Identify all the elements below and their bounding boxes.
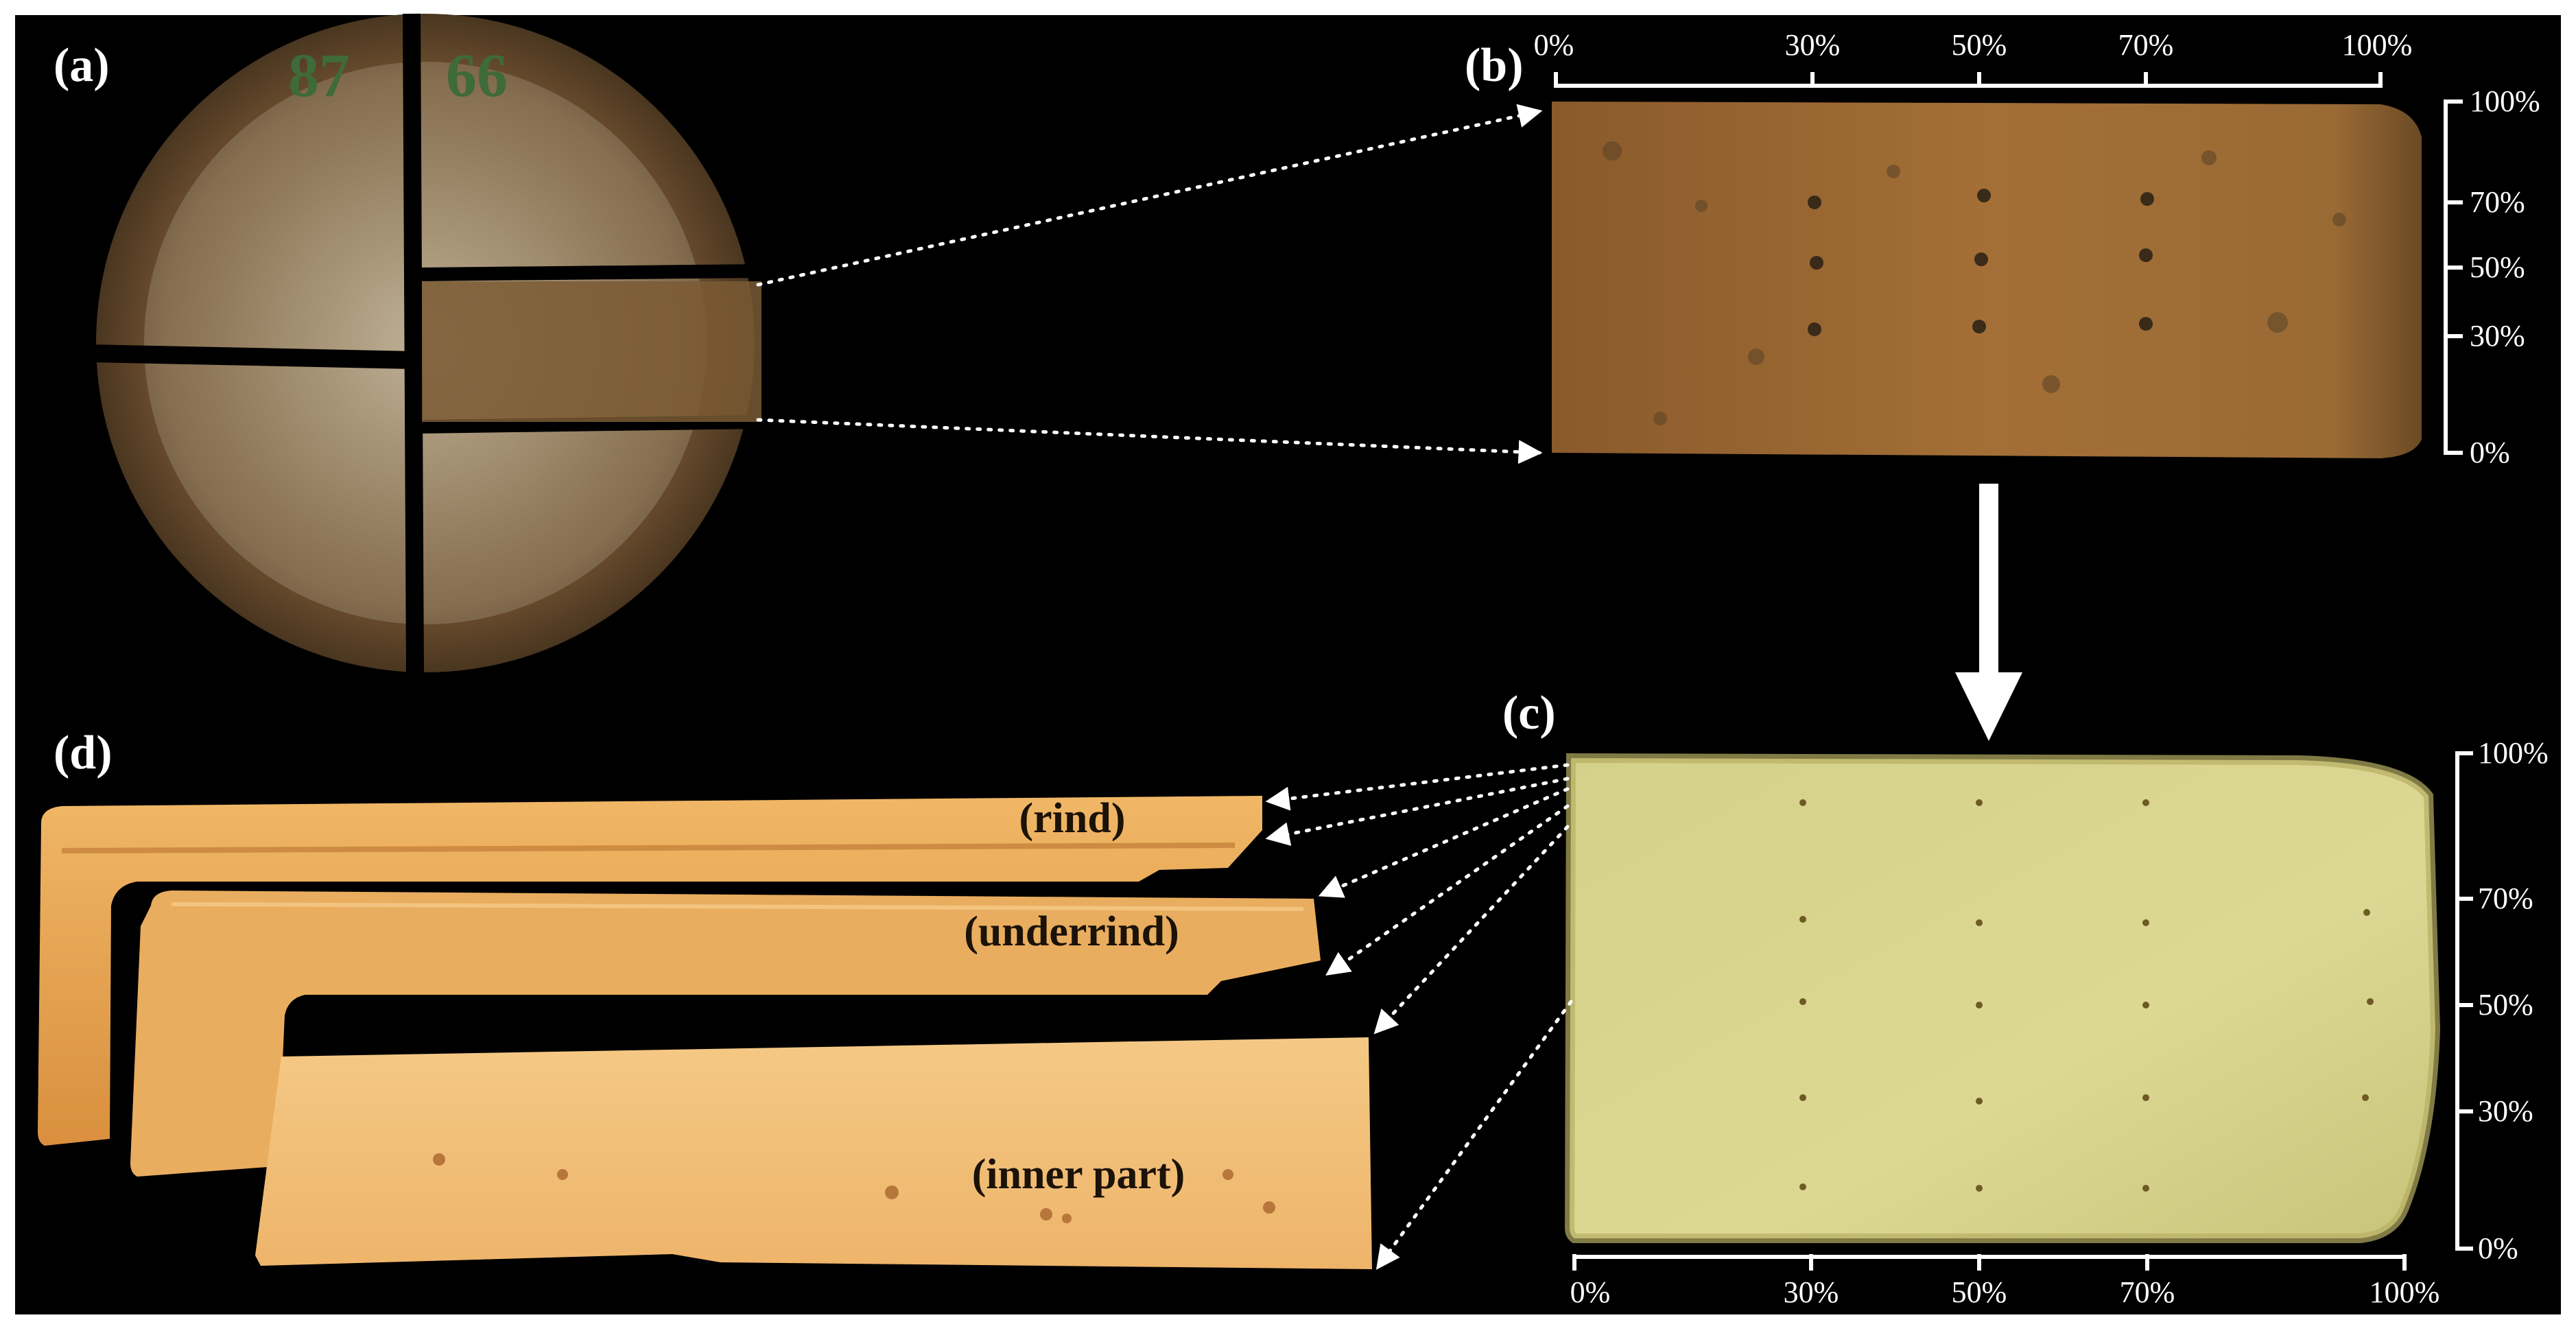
wheel-marking-right: 66 xyxy=(446,42,508,110)
arrow-b-to-c xyxy=(1955,484,2022,741)
panel-b: (b) 0% 30% 50% 70% 100% xyxy=(1465,28,2540,469)
b-right-tick-0: 0% xyxy=(2470,436,2510,469)
panel-label-b: (b) xyxy=(1465,39,1524,92)
b-right-ticks xyxy=(2444,99,2463,455)
connector-rind-bottom xyxy=(1265,777,1570,847)
underrind-slice xyxy=(130,890,1321,1177)
cheese-slab-b xyxy=(1552,102,2422,458)
connector-a-b-bottom xyxy=(756,418,1543,464)
c-bottom-tick-70: 70% xyxy=(2120,1275,2175,1309)
underrind-label: (underrind) xyxy=(964,908,1179,955)
cut-vertical xyxy=(403,13,424,673)
b-top-ticks xyxy=(1554,72,2383,88)
b-top-tick-30: 30% xyxy=(1785,28,1841,62)
c-right-ticks xyxy=(2455,751,2473,1251)
c-rind-edge xyxy=(1564,753,2441,1243)
b-right-tick-50: 50% xyxy=(2470,250,2525,284)
b-right-tick-30: 30% xyxy=(2470,319,2525,353)
b-rind-spots xyxy=(1603,141,2346,425)
rind-slice-shade xyxy=(61,842,1236,853)
inner-part-holes xyxy=(433,1153,1275,1223)
b-right-tick-100: 100% xyxy=(2470,84,2540,118)
b-sampling-holes xyxy=(1808,189,2154,336)
panel-label-d: (d) xyxy=(54,727,113,779)
c-right-tick-0: 0% xyxy=(2478,1231,2518,1265)
sampled-slab xyxy=(422,281,761,422)
c-right-tick-100: 100% xyxy=(2478,736,2549,770)
b-top-tick-100: 100% xyxy=(2342,28,2413,62)
b-top-tick-0: 0% xyxy=(1534,28,1574,62)
c-sampling-holes xyxy=(1799,799,2374,1192)
panel-c: (c) 0% 30% 50% 70% 100% xyxy=(1502,687,2549,1309)
underrind-slice-highlight xyxy=(171,902,1304,911)
rind-slice xyxy=(38,796,1262,1146)
inner-part-slice xyxy=(255,1037,1372,1269)
c-right-tick-30: 30% xyxy=(2478,1094,2533,1128)
connector-a-b-top xyxy=(756,104,1543,287)
panel-a: 87 66 (a) xyxy=(54,13,762,673)
b-top-tick-50: 50% xyxy=(1952,28,2007,62)
c-bottom-tick-0: 0% xyxy=(1570,1275,1611,1309)
c-right-tick-70: 70% xyxy=(2478,882,2533,915)
c-bottom-tick-50: 50% xyxy=(1952,1275,2007,1309)
cut-left xyxy=(88,344,416,369)
b-right-tick-70: 70% xyxy=(2470,185,2525,219)
panel-label-c: (c) xyxy=(1502,687,1556,740)
connector-rind-top xyxy=(1265,763,1570,811)
b-top-tick-70: 70% xyxy=(2118,28,2174,62)
inner-part-label: (inner part) xyxy=(972,1151,1185,1198)
panel-label-a: (a) xyxy=(54,39,110,92)
c-right-tick-50: 50% xyxy=(2478,988,2533,1022)
c-bottom-tick-30: 30% xyxy=(1784,1275,1839,1309)
connectors-c-d xyxy=(1265,763,1573,1270)
c-bottom-tick-100: 100% xyxy=(2370,1275,2440,1309)
wheel-marking-left: 87 xyxy=(288,42,350,110)
connector-underrind-top xyxy=(1318,787,1570,898)
connector-inner-top xyxy=(1373,825,1570,1035)
cut-right-top xyxy=(414,264,762,281)
panel-d: (d) (rind) (underrind) (inner part) xyxy=(38,727,1372,1269)
cut-right-bottom xyxy=(414,415,762,434)
connector-inner-bottom xyxy=(1375,1000,1573,1270)
rind-label: (rind) xyxy=(1019,795,1126,842)
connector-underrind-bottom xyxy=(1325,804,1570,976)
cheese-slab-c xyxy=(1570,758,2435,1238)
c-bottom-ticks xyxy=(1572,1254,2407,1271)
